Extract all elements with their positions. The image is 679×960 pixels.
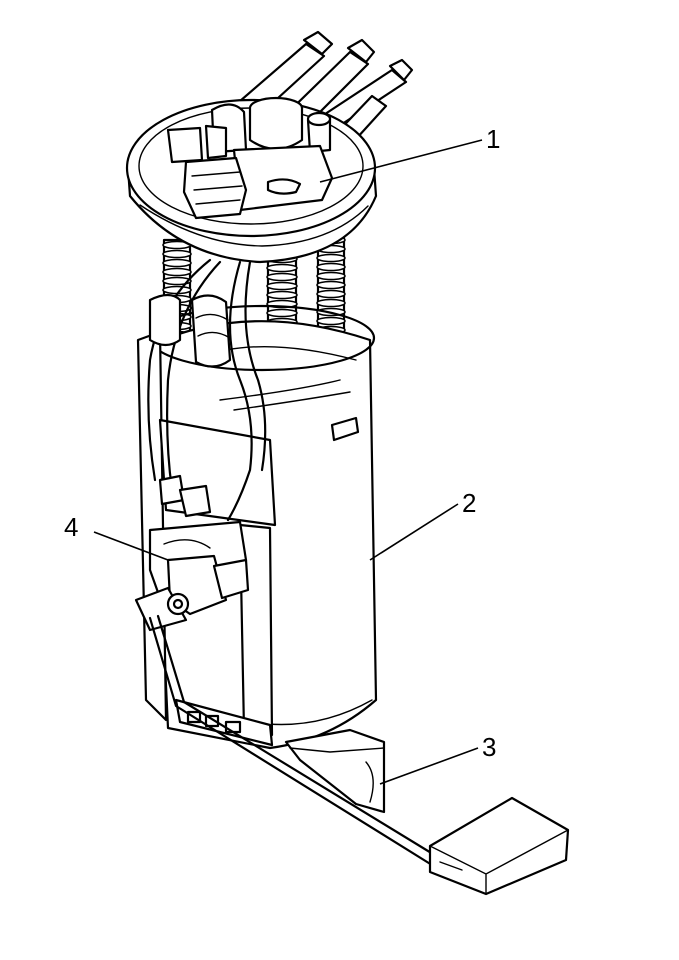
spring-coil	[316, 298, 346, 308]
spring-coil	[316, 289, 346, 299]
leader-line-3	[379, 747, 479, 785]
spring-coil	[266, 263, 298, 273]
spring-coil	[316, 280, 346, 290]
fuel-strainer	[284, 728, 386, 814]
float	[428, 796, 570, 896]
callout-leader-lines	[93, 139, 483, 785]
spring-coil	[266, 272, 298, 282]
fuel-level-sensor	[134, 474, 250, 632]
spring-coil	[316, 262, 346, 272]
callout-4: 4	[64, 512, 78, 542]
spring-coil	[162, 276, 192, 286]
float-arm	[148, 614, 448, 872]
spring-coil	[266, 308, 298, 318]
callout-1: 1	[486, 124, 500, 154]
leader-line-1	[319, 139, 483, 183]
spring-coil	[162, 285, 192, 295]
spring-coil	[316, 271, 346, 281]
spring-coil	[162, 258, 192, 268]
module-flange-cover	[125, 96, 378, 264]
spring-coil	[266, 290, 298, 300]
spring-coil	[316, 253, 346, 263]
callout-2: 2	[462, 488, 476, 518]
leader-line-4	[93, 531, 169, 561]
spring-coil	[316, 316, 346, 326]
wiring-and-hoses	[147, 258, 351, 522]
leader-line-2	[369, 503, 459, 561]
spring-coil	[266, 281, 298, 291]
spring-coil	[162, 249, 192, 259]
spring-coil	[162, 267, 192, 277]
callout-3: 3	[482, 732, 496, 762]
